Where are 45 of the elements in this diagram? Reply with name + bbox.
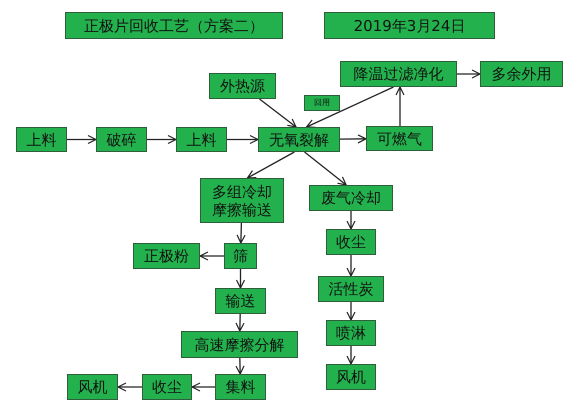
process-box: 上料 <box>176 127 227 152</box>
arrow <box>67 134 97 144</box>
arrow <box>346 346 356 365</box>
arrow <box>147 134 177 144</box>
arrow <box>346 211 356 230</box>
process-box: 正极粉 <box>133 243 200 269</box>
process-box: 筛 <box>224 243 257 269</box>
arrow <box>246 151 295 179</box>
process-box: 外热源 <box>209 73 276 99</box>
arrow <box>457 69 481 79</box>
arrow <box>304 151 347 186</box>
process-box: 活性炭 <box>318 276 384 302</box>
process-box: 无氧裂解 <box>258 127 340 152</box>
date-box: 2019年3月24日 <box>324 12 495 39</box>
arrow <box>191 382 215 392</box>
arrow <box>235 358 245 375</box>
arrow <box>259 98 297 128</box>
arrow <box>117 382 142 392</box>
process-box: 可燃气 <box>366 126 433 151</box>
process-box: 多组冷却摩擦输送 <box>200 178 284 223</box>
process-box: 多余外用 <box>480 61 563 87</box>
process-box: 废气冷却 <box>309 185 393 211</box>
process-box: 降温过滤净化 <box>340 61 457 87</box>
process-box: 破碎 <box>96 127 147 152</box>
process-box: 集料 <box>215 374 266 400</box>
process-box: 收尘 <box>326 229 376 255</box>
arrow <box>236 269 246 289</box>
arrow <box>199 251 224 261</box>
arrow <box>236 222 246 244</box>
arrow <box>346 302 356 321</box>
arrow <box>227 134 259 144</box>
arrow <box>235 314 245 332</box>
process-box: 收尘 <box>142 374 192 400</box>
arrow <box>340 134 367 144</box>
process-box: 输送 <box>215 288 266 314</box>
tag-box: 回用 <box>304 95 340 111</box>
process-box: 风机 <box>67 374 118 400</box>
process-box: 喷淋 <box>326 320 376 346</box>
arrow <box>395 86 405 126</box>
arrow <box>346 255 356 277</box>
process-box: 风机 <box>326 364 376 390</box>
process-box: 高速摩擦分解 <box>181 331 298 358</box>
process-box: 上料 <box>16 127 67 152</box>
title-box: 正极片回收工艺（方案二） <box>65 12 283 39</box>
arrow <box>306 86 394 128</box>
